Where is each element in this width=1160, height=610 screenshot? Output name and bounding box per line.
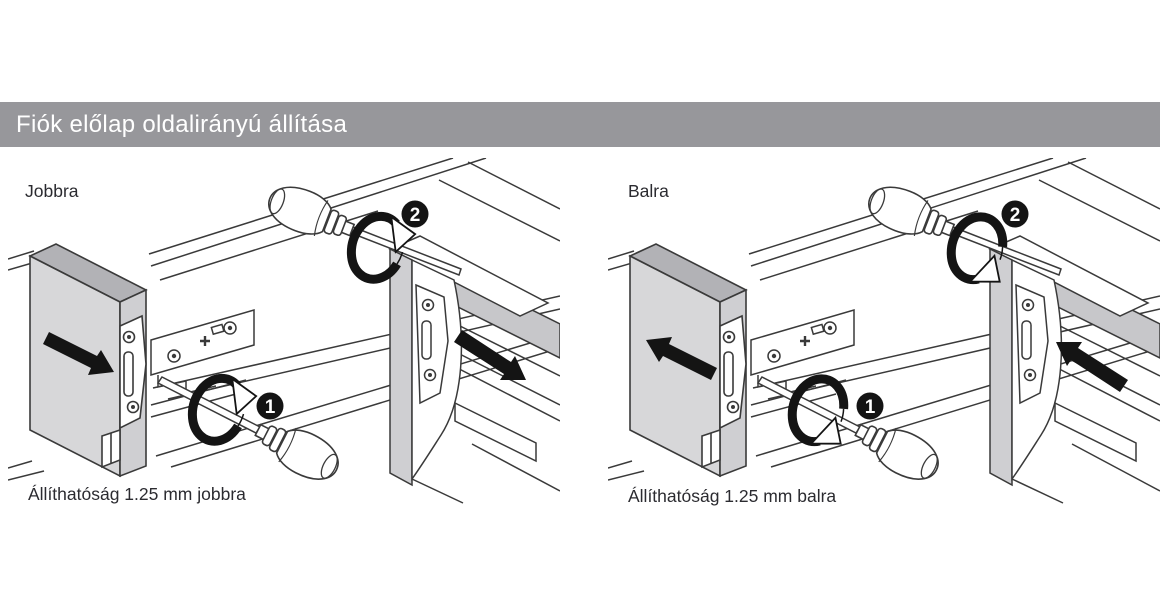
step-badge-1: 1: [856, 392, 884, 420]
screwdriver-upper: [861, 178, 1062, 276]
front-panel: [28, 243, 148, 478]
step-number-2: 2: [410, 205, 421, 226]
step-badge-2: 2: [1001, 200, 1029, 228]
inner-mounting-bracket: [415, 283, 449, 405]
mounting-bracket: [719, 314, 747, 430]
section-title-bar: Fiók előlap oldalirányú állítása: [0, 102, 1160, 147]
screwdriver-lower: [156, 376, 347, 490]
mounting-bracket: [119, 314, 147, 430]
illustration-balra: 2: [608, 158, 1160, 504]
caption-jobbra: Állíthatóság 1.25 mm jobbra: [28, 484, 246, 504]
screwdriver-handle: [261, 178, 361, 251]
step-badge-1: 1: [256, 392, 284, 420]
screwdriver-handle: [861, 178, 961, 251]
inner-direction-arrow: [1056, 342, 1128, 392]
illustration-jobbra: 2: [8, 158, 560, 504]
caption-balra: Állíthatóság 1.25 mm balra: [628, 486, 837, 506]
step-number-2: 2: [1010, 205, 1021, 226]
screwdriver-upper: [261, 178, 462, 276]
slide-mechanism: [150, 309, 255, 418]
front-panel: [628, 243, 748, 478]
inner-mounting-bracket: [1015, 283, 1049, 405]
panel-label-jobbra: Jobbra: [25, 181, 79, 201]
panel-label-balra: Balra: [628, 181, 669, 201]
screwdriver-lower: [756, 376, 947, 490]
step-badge-2: 2: [401, 200, 429, 228]
step-number-1: 1: [265, 397, 276, 418]
direction-arrow: [43, 332, 114, 375]
inner-direction-arrow: [454, 330, 526, 380]
step-number-1: 1: [865, 397, 876, 418]
section-title: Fiók előlap oldalirányú állítása: [16, 110, 348, 138]
direction-arrow: [646, 337, 717, 380]
